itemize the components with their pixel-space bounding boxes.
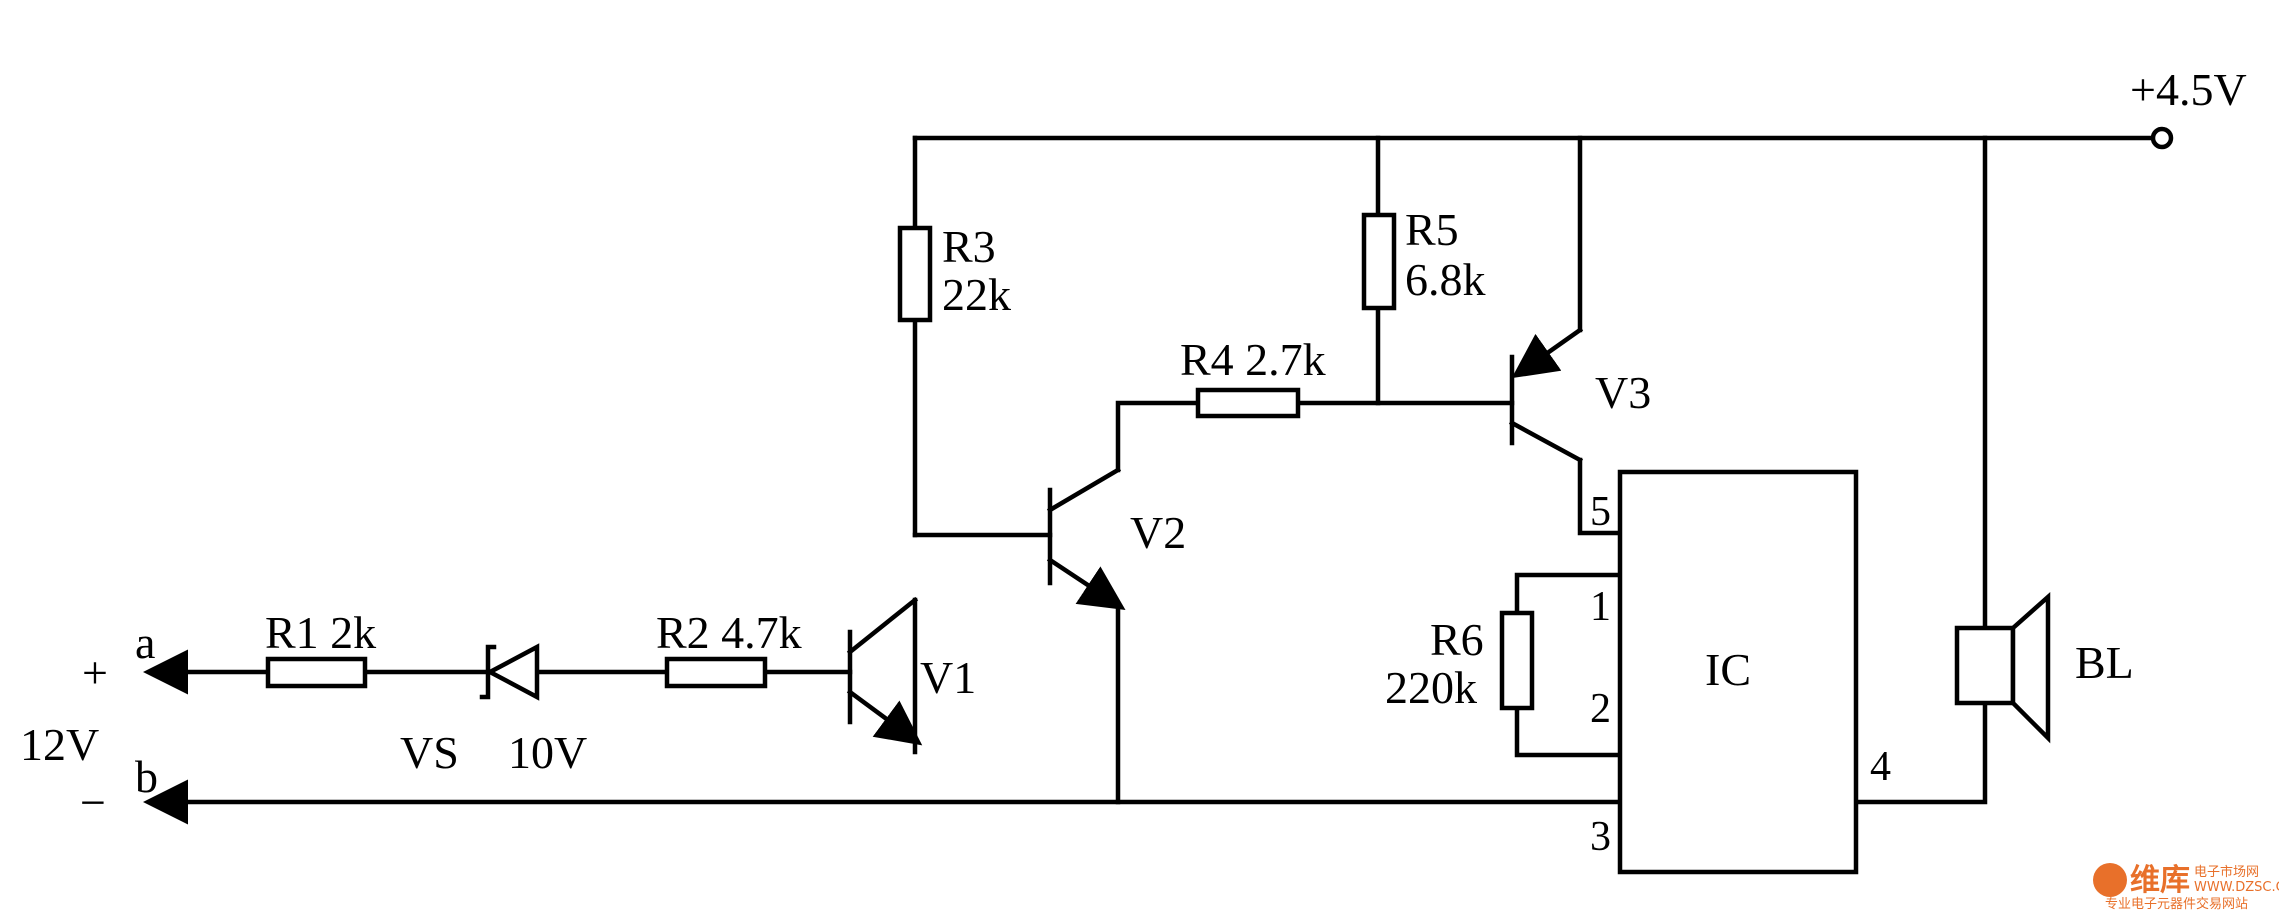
ic-block — [1617, 469, 1859, 875]
r4-wire — [1115, 400, 1515, 473]
r3-value-label: 22k — [942, 269, 1011, 320]
ic-pin-4: 4 — [1870, 744, 1891, 790]
speaker-label: BL — [2075, 637, 2134, 688]
v3-collector-to-ic — [1577, 457, 1623, 536]
minus-sign: − — [80, 777, 106, 828]
r4-label: R4 2.7k — [1180, 334, 1326, 385]
terminal-a-label: a — [135, 617, 155, 668]
v1-label: V1 — [920, 652, 976, 703]
transistor-v1 — [846, 596, 923, 746]
speaker-bl — [1954, 592, 2051, 744]
watermark-logo-icon — [2093, 863, 2127, 897]
speaker-wire — [1853, 135, 1988, 805]
ic-pin-3: 3 — [1590, 814, 1611, 860]
transistor-v2 — [1046, 466, 1126, 610]
r3-name-label: R3 — [942, 221, 996, 272]
resistor-r3 — [897, 225, 933, 323]
ic-pin-5: 5 — [1590, 489, 1611, 535]
transistor-v3 — [1508, 326, 1584, 464]
r5-value-label: 6.8k — [1405, 254, 1486, 305]
plus-sign: + — [82, 647, 108, 698]
watermark: 维库 电子市场网 WWW.DZSC.COM 专业电子元器件交易网站 — [2093, 863, 2279, 912]
ic-pin-1: 1 — [1590, 584, 1611, 630]
r6-value-label: 220k — [1385, 662, 1477, 713]
watermark-tagline: 专业电子元器件交易网站 — [2105, 896, 2248, 912]
resistor-r4 — [1195, 387, 1301, 419]
watermark-url: WWW.DZSC.COM — [2194, 880, 2279, 895]
supply-terminal — [2150, 126, 2174, 150]
resistor-r5 — [1361, 212, 1397, 311]
watermark-subtitle: 电子市场网 — [2194, 864, 2259, 880]
r6-name-label: R6 — [1430, 614, 1484, 665]
ic-pin-2: 2 — [1590, 686, 1611, 732]
terminal-b-label: b — [135, 751, 158, 802]
wiring — [143, 135, 2163, 825]
resistor-r2 — [664, 656, 768, 689]
ic-label: IC — [1705, 644, 1751, 695]
zener-diode-vs — [479, 643, 540, 701]
vs-value-label: 10V — [508, 727, 587, 778]
input-voltage-label: 12V — [20, 719, 99, 770]
v2-label: V2 — [1130, 507, 1186, 558]
r2-label: R2 4.7k — [656, 607, 802, 658]
resistor-r6 — [1499, 610, 1535, 711]
v3-label: V3 — [1595, 367, 1651, 418]
vs-label: VS — [400, 727, 459, 778]
resistor-r1 — [265, 656, 368, 689]
r5-name-label: R5 — [1405, 204, 1459, 255]
supply-voltage-label: +4.5V — [2130, 64, 2247, 115]
r1-label: R1 2k — [265, 607, 376, 658]
watermark-brand: 维库 — [2130, 863, 2190, 898]
